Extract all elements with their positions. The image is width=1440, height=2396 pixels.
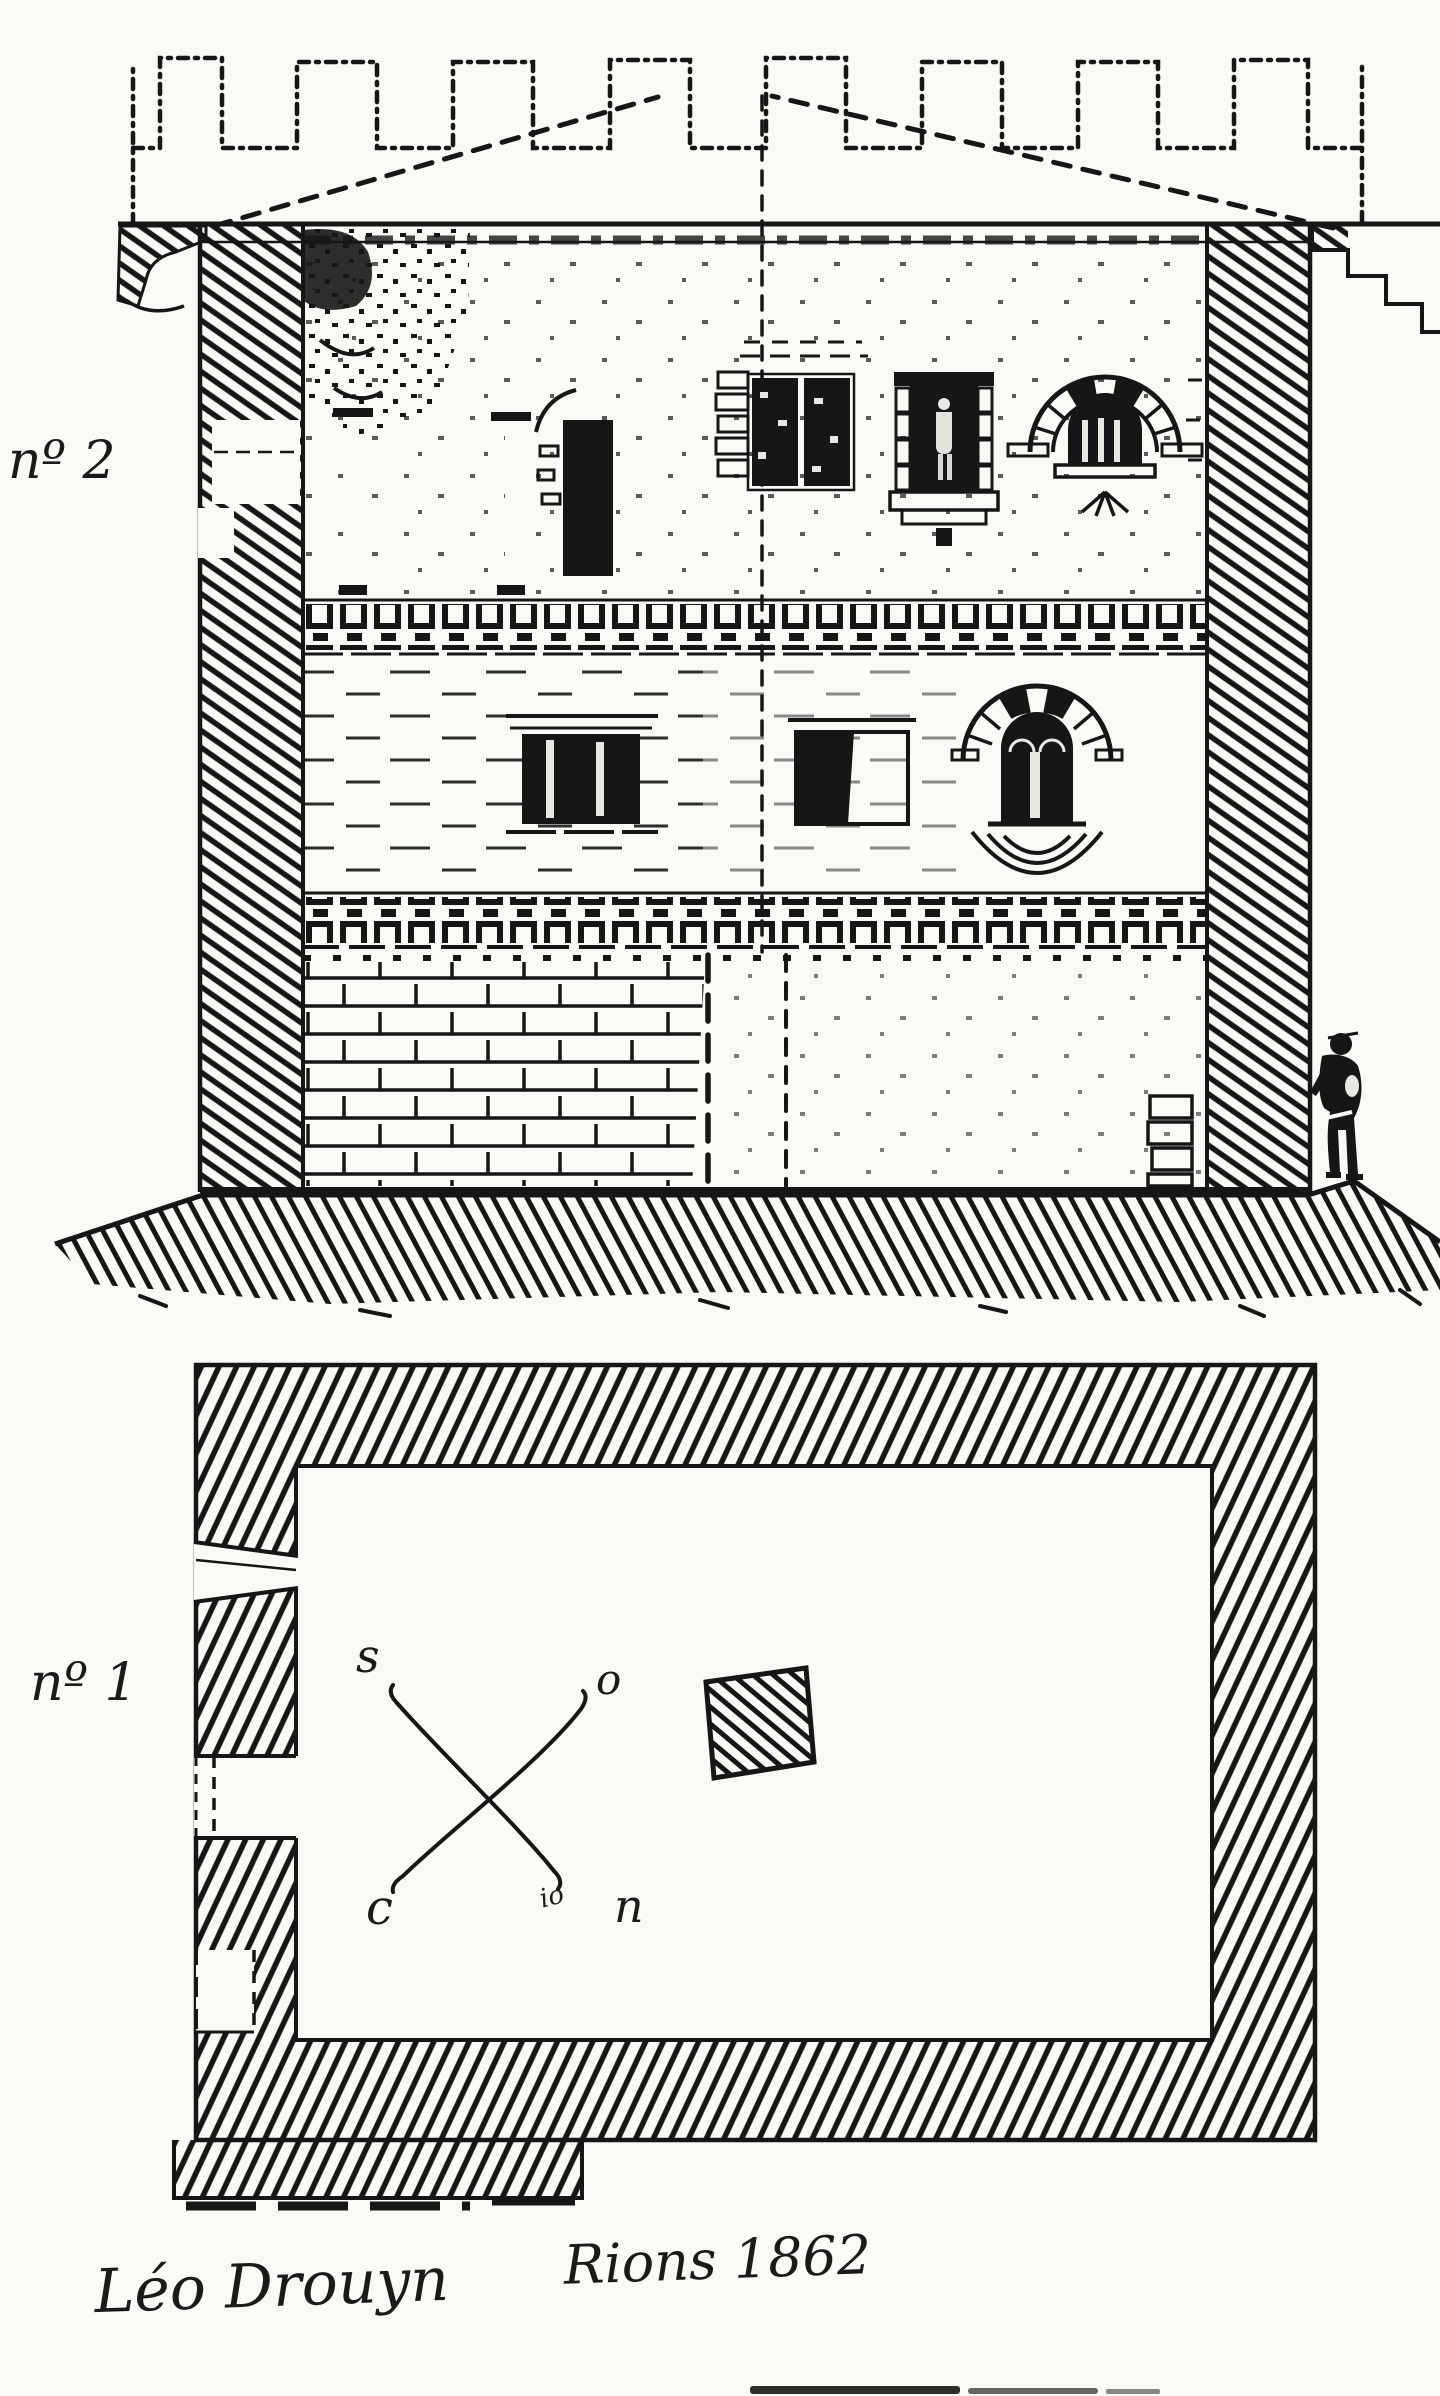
arched-portal [1006,374,1204,517]
ground [54,1178,1440,1318]
elevation-label: nº 2 [8,431,116,491]
right-window [788,718,916,826]
wall-recess [194,1754,298,1840]
twin-windows [714,340,868,492]
pier-window [212,420,300,504]
compass-letter-n: n [614,1879,644,1933]
left-cornice-cap [116,224,208,308]
middle-storey [303,665,1124,887]
plinth-step [172,2140,584,2211]
battlement-outline [130,55,1365,227]
compass-annotation: io [537,1880,568,1915]
signature-artist: Léo Drouyn [92,2245,450,2327]
signature-place-date: Rions 1862 [562,2223,873,2297]
person-figure [1310,1031,1363,1180]
wall-embrasure [193,1540,299,1604]
niche-figure-icon [938,398,950,410]
colonette-right [491,412,531,595]
elevation-drawing: nº 2 [8,55,1440,1318]
top-storey [303,228,1205,595]
right-pier [1205,226,1313,1192]
ground-storey [303,962,1205,1188]
left-pier [197,226,305,1192]
compass-rose: s o c n io [356,1629,644,1936]
pier-notch [198,508,234,558]
signature: Léo Drouyn Rions 1862 [92,2223,873,2327]
corbel-band-1 [303,598,1205,656]
plan-label: nº 1 [30,1653,138,1713]
left-window [506,714,658,834]
plan-walls [196,1365,1315,2140]
wall-notch [194,1945,256,2140]
compass-letter-c: c [366,1880,393,1936]
corbel-band-2 [303,891,1205,961]
pillar-square [703,1665,817,1781]
niche-with-figure [888,372,1000,546]
slot-window [534,388,613,576]
bottom-smudge [750,2386,1160,2394]
arched-window [950,683,1124,875]
compass-letter-o: o [596,1655,621,1704]
plan-drawing: s o c n io nº 1 [30,1362,1318,2211]
colonette-left [333,408,373,595]
compass-letter-s: s [356,1629,380,1683]
